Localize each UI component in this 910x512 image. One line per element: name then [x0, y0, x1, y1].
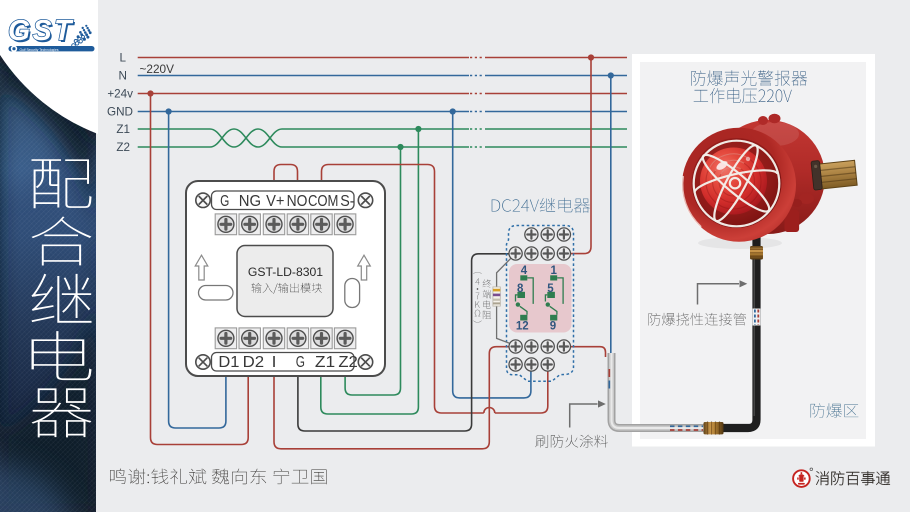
svg-text:Z2: Z2	[116, 141, 130, 154]
svg-text:G: G	[296, 354, 305, 371]
svg-text:D1: D1	[218, 354, 239, 371]
svg-text:Z1: Z1	[116, 123, 130, 136]
svg-text:~220V: ~220V	[140, 62, 175, 76]
svg-text:+24v: +24v	[107, 88, 133, 101]
svg-text:NG: NG	[239, 193, 261, 210]
svg-text:8: 8	[517, 283, 524, 295]
svg-text:G: G	[220, 193, 229, 210]
svg-text:GST: GST	[10, 17, 76, 49]
svg-text:GST-LD-8301: GST-LD-8301	[248, 265, 323, 279]
svg-text:Gulf Security Technologies: Gulf Security Technologies	[20, 48, 59, 52]
svg-text:GND: GND	[107, 106, 133, 119]
svg-text:Z2: Z2	[338, 354, 358, 371]
svg-text:S-: S-	[340, 193, 354, 210]
svg-text:12: 12	[516, 321, 529, 333]
svg-text:N: N	[119, 70, 127, 83]
svg-text:Z1: Z1	[315, 354, 335, 371]
svg-text:I: I	[272, 354, 277, 371]
svg-text:D2: D2	[243, 354, 265, 371]
svg-text:COM: COM	[308, 193, 339, 210]
svg-text:1: 1	[550, 265, 557, 277]
svg-text:4: 4	[521, 265, 528, 277]
svg-text:V+: V+	[266, 193, 284, 210]
svg-text:NO: NO	[287, 193, 308, 210]
svg-text:5: 5	[547, 283, 554, 295]
svg-text:9: 9	[550, 321, 556, 333]
svg-text:GST: GST	[8, 15, 74, 47]
svg-text:L: L	[119, 52, 126, 65]
